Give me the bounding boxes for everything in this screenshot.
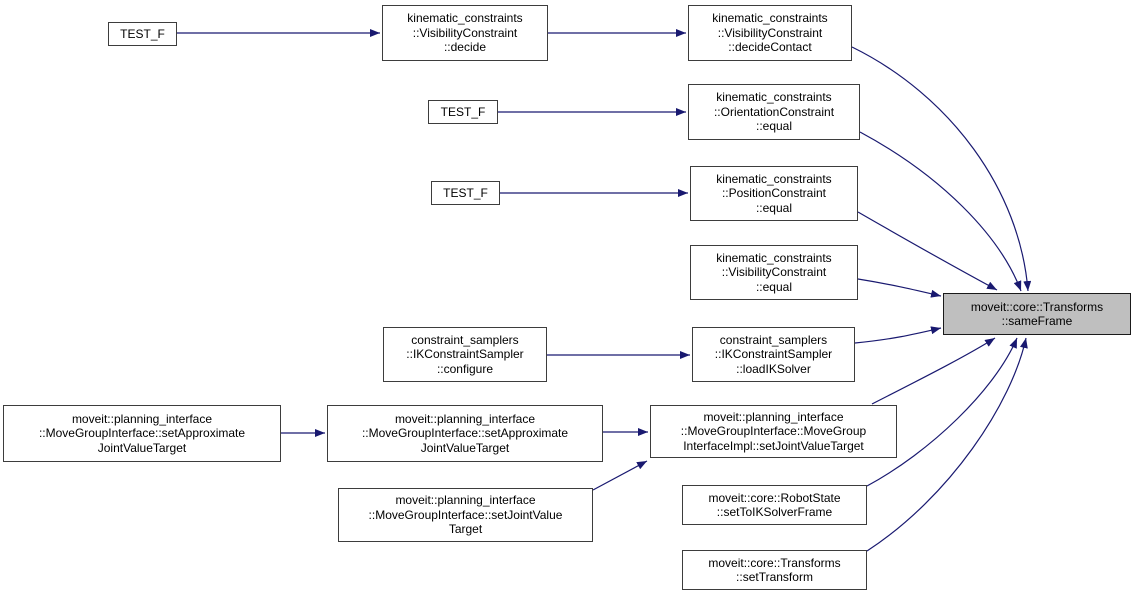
node-visibility-constraint-decide[interactable]: kinematic_constraints ::VisibilityConstr… (382, 5, 548, 61)
edge-settransform-to-sameframe (866, 337, 1028, 552)
edge-positionequal-to-sameframe (857, 211, 998, 291)
node-test-f-2-label: TEST_F (440, 104, 486, 119)
node-test-f-3[interactable]: TEST_F (431, 181, 500, 205)
edge-implsetjoint-to-sameframe (871, 337, 996, 405)
node-transforms-set-transform-label: moveit::core::Transforms ::setTransform (708, 555, 841, 585)
node-ik-constraint-sampler-configure[interactable]: constraint_samplers ::IKConstraintSample… (383, 327, 547, 382)
edge-loadiksolver-to-sameframe (854, 326, 942, 344)
edge-visibilityequal-to-sameframe (857, 278, 942, 298)
node-position-constraint-equal[interactable]: kinematic_constraints ::PositionConstrai… (690, 166, 858, 221)
node-robot-state-set-to-ik-solver-frame[interactable]: moveit::core::RobotState ::setToIKSolver… (682, 485, 867, 525)
edge-decidecontact-to-sameframe (851, 46, 1032, 292)
node-ik-constraint-sampler-load-ik-solver[interactable]: constraint_samplers ::IKConstraintSample… (692, 327, 855, 382)
node-robot-state-set-to-ik-solver-frame-label: moveit::core::RobotState ::setToIKSolver… (708, 490, 841, 520)
node-test-f-1-label: TEST_F (120, 26, 165, 41)
node-test-f-1[interactable]: TEST_F (108, 22, 177, 46)
node-transforms-set-transform[interactable]: moveit::core::Transforms ::setTransform (682, 550, 867, 590)
edge-orientationequal-to-sameframe (859, 131, 1022, 292)
node-position-constraint-equal-label: kinematic_constraints ::PositionConstrai… (716, 171, 832, 215)
node-set-approximate-joint-value-target-2[interactable]: moveit::planning_interface ::MoveGroupIn… (327, 405, 603, 462)
node-test-f-3-label: TEST_F (443, 185, 488, 200)
node-set-approximate-joint-value-target-1-label: moveit::planning_interface ::MoveGroupIn… (38, 411, 246, 455)
node-orientation-constraint-equal[interactable]: kinematic_constraints ::OrientationConst… (688, 84, 860, 140)
node-orientation-constraint-equal-label: kinematic_constraints ::OrientationConst… (713, 90, 835, 134)
node-set-approximate-joint-value-target-1[interactable]: moveit::planning_interface ::MoveGroupIn… (3, 405, 281, 462)
node-visibility-constraint-equal[interactable]: kinematic_constraints ::VisibilityConstr… (690, 245, 858, 300)
node-transforms-same-frame[interactable]: moveit::core::Transforms ::sameFrame (943, 293, 1131, 335)
node-visibility-constraint-equal-label: kinematic_constraints ::VisibilityConstr… (716, 250, 832, 294)
node-test-f-2[interactable]: TEST_F (428, 100, 498, 124)
node-visibility-constraint-decide-label: kinematic_constraints ::VisibilityConstr… (407, 11, 523, 55)
node-transforms-same-frame-label: moveit::core::Transforms ::sameFrame (970, 299, 1104, 329)
node-move-group-interface-impl-set-joint-value-target-label: moveit::planning_interface ::MoveGroupIn… (680, 409, 867, 453)
node-set-joint-value-target[interactable]: moveit::planning_interface ::MoveGroupIn… (338, 488, 593, 542)
edge-setjointvalue-to-implsetjoint (592, 460, 648, 491)
node-set-joint-value-target-label: moveit::planning_interface ::MoveGroupIn… (368, 493, 563, 537)
node-ik-constraint-sampler-load-ik-solver-label: constraint_samplers ::IKConstraintSample… (714, 332, 833, 376)
node-visibility-constraint-decide-contact-label: kinematic_constraints ::VisibilityConstr… (712, 11, 828, 55)
node-visibility-constraint-decide-contact[interactable]: kinematic_constraints ::VisibilityConstr… (688, 5, 852, 61)
node-ik-constraint-sampler-configure-label: constraint_samplers ::IKConstraintSample… (406, 332, 524, 376)
node-move-group-interface-impl-set-joint-value-target[interactable]: moveit::planning_interface ::MoveGroupIn… (650, 405, 897, 458)
node-set-approximate-joint-value-target-2-label: moveit::planning_interface ::MoveGroupIn… (361, 411, 569, 455)
edge-settoiksolverframe-to-sameframe (866, 337, 1018, 487)
